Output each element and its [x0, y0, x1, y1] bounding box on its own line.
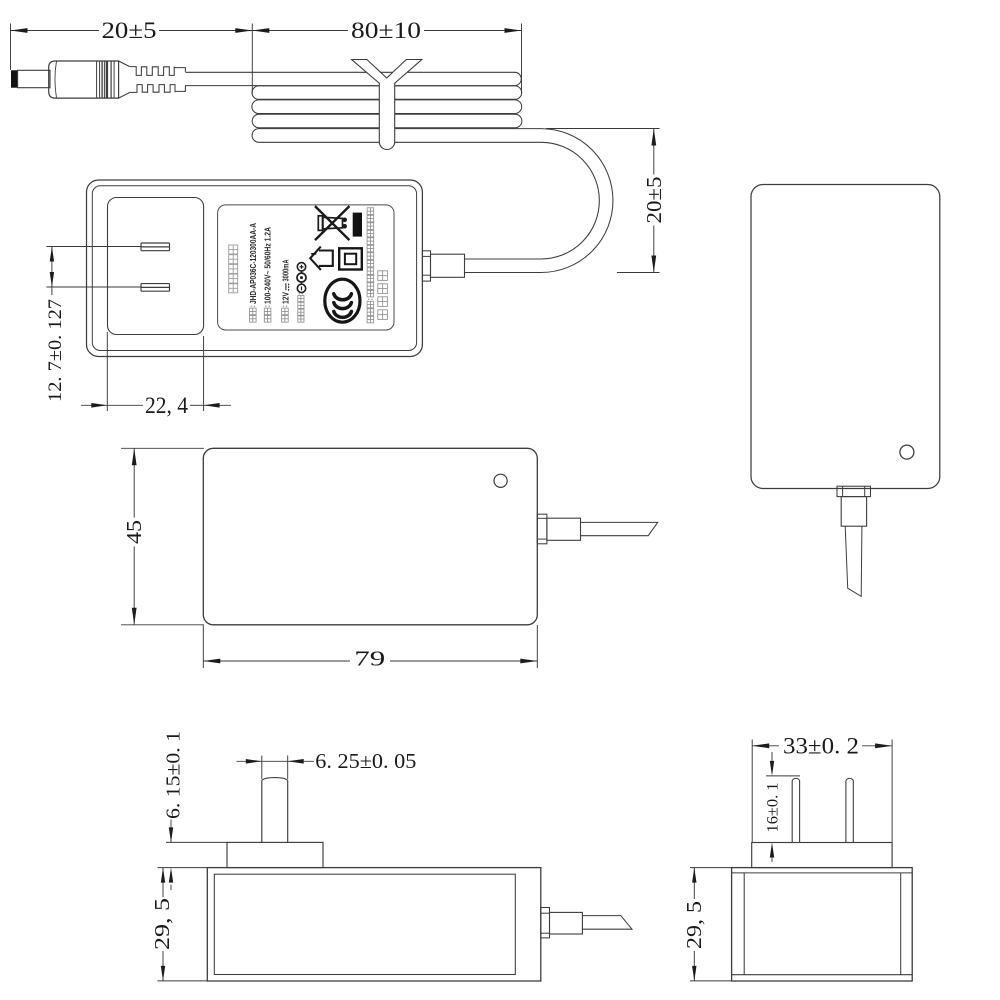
svg-text:100-240V~ 50/60Hz 1.2A: 100-240V~ 50/60Hz 1.2A: [264, 227, 273, 304]
svg-text:12V: 12V: [281, 291, 290, 304]
svg-text:22, 4: 22, 4: [145, 393, 188, 418]
svg-text:12. 7±0. 127: 12. 7±0. 127: [45, 299, 66, 402]
svg-text:16±0. 1: 16±0. 1: [764, 783, 781, 833]
svg-text:80±10: 80±10: [351, 18, 421, 43]
svg-text:JHD-AP036C-120300AA-A: JHD-AP036C-120300AA-A: [249, 223, 258, 304]
svg-text:45: 45: [122, 520, 146, 544]
svg-text:29, 5: 29, 5: [150, 898, 174, 950]
svg-text:33±0. 2: 33±0. 2: [783, 734, 859, 759]
svg-text:6. 25±0. 05: 6. 25±0. 05: [315, 749, 416, 773]
svg-text:3000mA: 3000mA: [281, 259, 290, 281]
svg-text:6. 15±0. 1: 6. 15±0. 1: [163, 731, 185, 819]
svg-text:20±5: 20±5: [102, 18, 157, 43]
svg-text:20±5: 20±5: [642, 177, 666, 224]
svg-text:79: 79: [354, 647, 385, 671]
svg-text:29, 5: 29, 5: [682, 901, 706, 949]
